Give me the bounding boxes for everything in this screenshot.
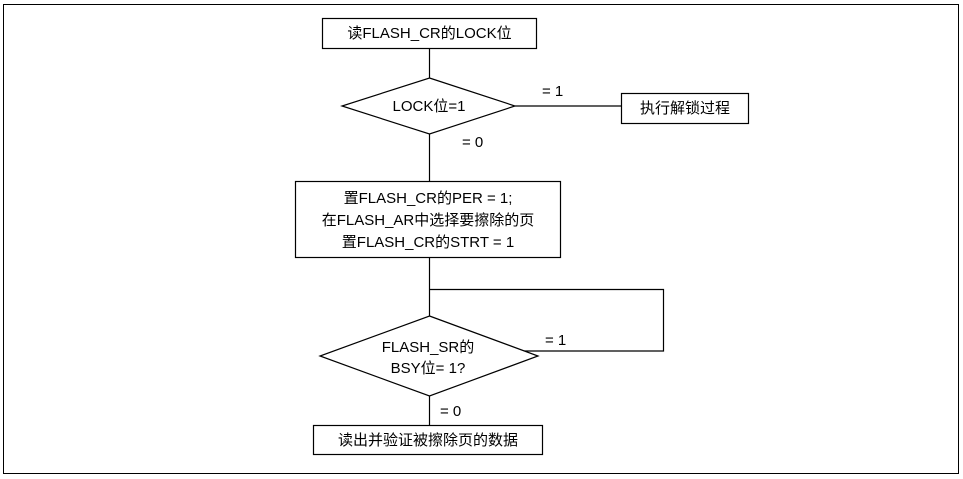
node-bsy-decision-line-2: BSY位= 1? bbox=[391, 360, 466, 377]
node-verify bbox=[312, 424, 544, 456]
node-verify-label: 读出并验证被擦除页的数据 bbox=[338, 432, 518, 449]
node-erase-setup-line-3: 置FLASH_CR的STRT = 1 bbox=[342, 234, 514, 251]
node-erase-setup-line-1: 置FLASH_CR的PER = 1; bbox=[344, 190, 513, 207]
edge-lock-no-label: = 0 bbox=[462, 134, 483, 151]
node-unlock-label: 执行解锁过程 bbox=[640, 100, 730, 117]
edge-bsy-no-label: = 0 bbox=[440, 403, 461, 420]
edge-lock-yes-label: = 1 bbox=[542, 83, 563, 100]
outer-border bbox=[3, 4, 959, 474]
node-bsy-decision-line-1: FLASH_SR的 bbox=[382, 339, 475, 356]
node-read-lock-label: 读FLASH_CR的LOCK位 bbox=[347, 25, 511, 42]
node-erase-setup bbox=[294, 180, 562, 259]
node-bsy-decision bbox=[318, 315, 540, 397]
node-lock-decision-label: LOCK位=1 bbox=[393, 98, 466, 115]
node-erase-setup-line-2: 在FLASH_AR中选择要擦除的页 bbox=[322, 212, 535, 229]
node-unlock bbox=[620, 92, 750, 125]
edge-bsy-yes-label: = 1 bbox=[545, 332, 566, 349]
edge-bsy-yes-loop bbox=[429, 288, 665, 352]
